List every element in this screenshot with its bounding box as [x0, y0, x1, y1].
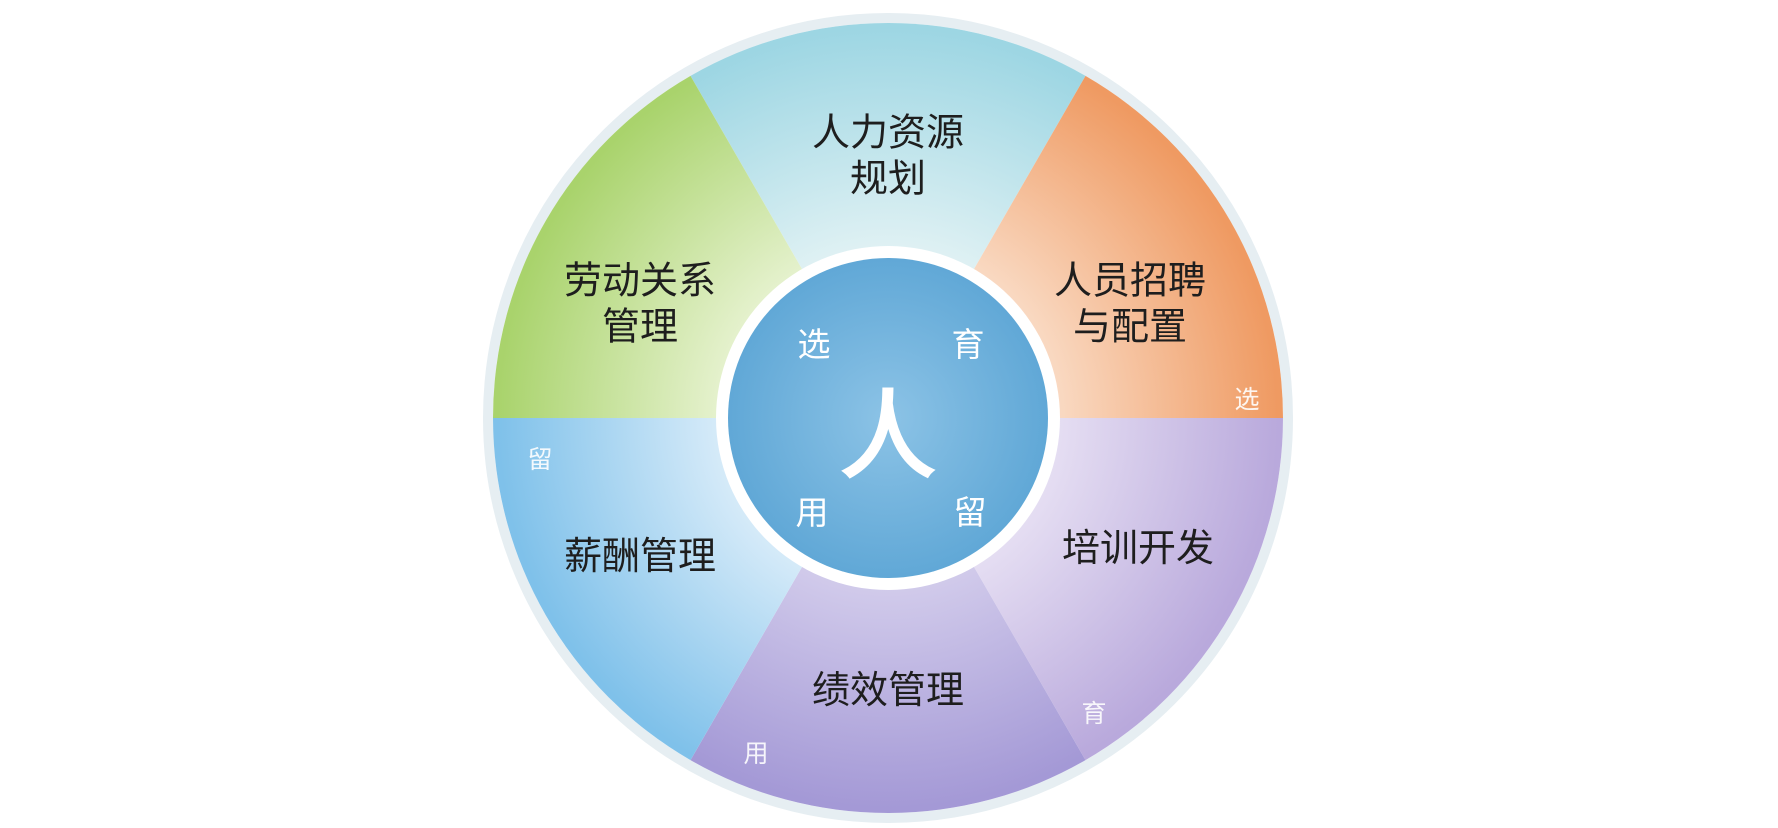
hub-char-use: 用: [795, 493, 829, 532]
center-char-person: 人: [840, 379, 936, 493]
outer-ring: [483, 13, 1293, 823]
rim-char-use: 用: [743, 739, 769, 768]
hub-char-select: 选: [797, 325, 831, 364]
segment-performance: [690, 418, 1086, 814]
hub-char-develop: 育: [951, 325, 985, 364]
segment-label-performance: 绩效管理: [811, 667, 965, 712]
segment-label-training: 培训开发: [1061, 525, 1215, 570]
segment-label-compensation: 薪酬管理: [563, 533, 717, 578]
rim-char-select: 选: [1234, 385, 1260, 414]
hub-circle: [728, 258, 1048, 578]
rim-char-develop: 育: [1081, 699, 1107, 728]
segment-label-recruitment: 人员招聘 与配置: [1053, 258, 1207, 349]
rim-char-retain: 留: [527, 445, 553, 474]
segment-label-planning: 人力资源 规划: [811, 110, 965, 201]
segment-label-labor: 劳动关系 管理: [563, 258, 717, 349]
segment-planning: [690, 22, 1086, 418]
hub-char-retain: 留: [953, 493, 987, 532]
